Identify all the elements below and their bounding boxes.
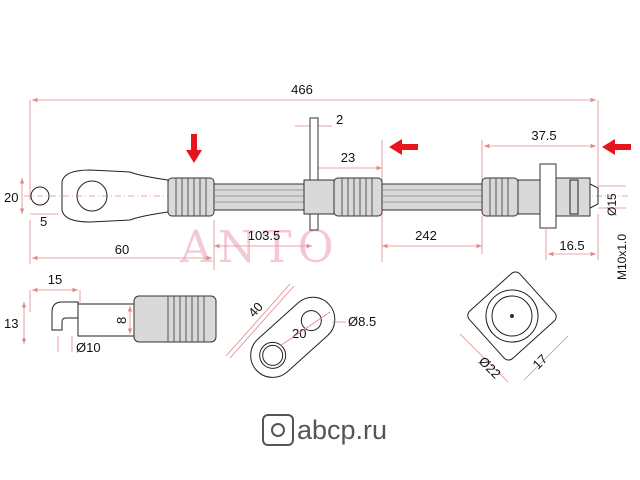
hex-outline: [467, 271, 557, 361]
dimension-bracket-thickness: 2: [295, 112, 343, 127]
dimension-hex-diameter: Ø15: [598, 185, 626, 216]
bracket-hole-large-inner: [262, 344, 284, 366]
dim-fitting-length-label: 37.5: [531, 128, 556, 143]
hex-circle-inner: [491, 295, 533, 337]
dim-eye-height-label: 20: [4, 190, 18, 205]
pipe-bend: [51, 301, 79, 331]
dim-bracket-thickness-label: 2: [336, 112, 343, 127]
dim-overall-length-label: 466: [291, 82, 313, 97]
dimension-right-hose: 242: [382, 216, 483, 254]
dim-pipe-inner-label: 8: [114, 317, 129, 324]
fitting-flange: [539, 163, 557, 229]
bracket-detail: 40 20 Ø8.5: [225, 283, 376, 378]
section-arrow-right: [602, 139, 631, 155]
hex-circle-outer: [485, 289, 539, 343]
fitting-hex: [555, 177, 591, 217]
dim-right-hose-label: 242: [415, 228, 437, 243]
dimension-eye-to-crimp: 60: [29, 220, 215, 270]
hex-center: [510, 314, 514, 318]
eye-hole: [76, 180, 108, 212]
dim-hex-diameter-label: Ø15: [605, 193, 619, 216]
brand-logo: abcp.ru: [262, 414, 387, 446]
brand-logo-icon: [262, 414, 294, 446]
dim-eye-radius-label: 5: [40, 214, 47, 229]
dim-bracket-spacing-label: 20: [292, 326, 306, 341]
brand-name: abcp.ru: [297, 414, 388, 445]
dim-bracket-length-label: 40: [245, 299, 266, 320]
bracket-hole-large: [259, 341, 287, 369]
hex-end-view: Ø22 17: [459, 271, 569, 383]
bracket-collar: [303, 179, 335, 215]
bracket-outline: [250, 296, 336, 378]
crimp-left: [167, 177, 215, 217]
dim-bend-height-label: 13: [4, 316, 18, 331]
pipe-crimp: [133, 295, 217, 343]
dimension-eye-height: 20 5: [4, 178, 58, 229]
fitting-thread: [569, 179, 579, 215]
dim-thread-spec-label: M10x1.0: [615, 234, 629, 280]
dim-left-hose-label: 103.5: [248, 228, 281, 243]
section-arrow-mid: [389, 139, 418, 155]
hose-assembly: [30, 117, 599, 231]
dimension-fitting-length: 37.5: [481, 128, 596, 180]
dim-eye-to-crimp-label: 60: [115, 242, 129, 257]
bracket-hole-small: [300, 310, 322, 332]
eye-boss: [30, 186, 50, 206]
section-arrow-left: [186, 134, 202, 163]
crimp-middle: [333, 177, 383, 217]
fitting-body: [517, 179, 541, 215]
dim-hex-flat-label: 17: [530, 351, 551, 372]
dimension-overall-length: 466: [29, 82, 599, 200]
crimp-right: [481, 177, 519, 217]
dim-bend-length-label: 15: [48, 272, 62, 287]
dim-bracket-hole-label: Ø8.5: [348, 314, 376, 329]
fitting-tip: [589, 183, 599, 209]
dim-hex-outer-label: Ø22: [476, 354, 504, 382]
bent-pipe-detail: 15 13 8 Ø10: [4, 272, 217, 355]
hose-segment-left: [213, 183, 305, 211]
hose-segment-right: [381, 183, 483, 211]
dimension-left-hose: 103.5: [214, 228, 312, 249]
bracket-plate: [309, 117, 319, 231]
dim-thread-length-label: 16.5: [559, 238, 584, 253]
dimension-thread-length: 16.5: [545, 214, 599, 260]
dim-pipe-diameter-label: Ø10: [76, 340, 101, 355]
dim-bracket-offset-label: 23: [341, 150, 355, 165]
